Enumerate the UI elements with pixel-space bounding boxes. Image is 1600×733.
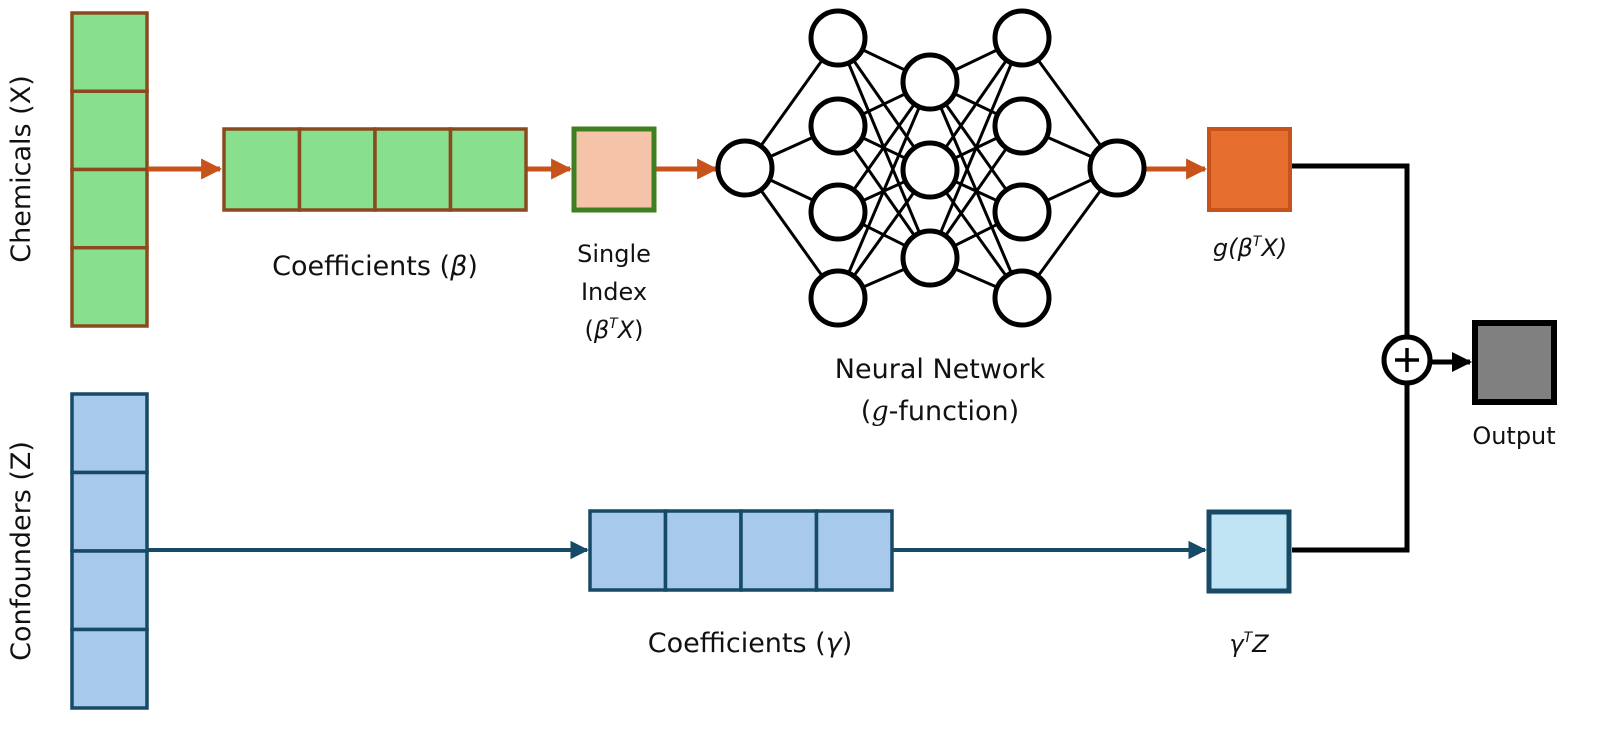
nn-node [900,52,960,112]
nn-node [808,268,868,328]
nn-node [715,138,775,198]
gamma-cell [663,509,743,592]
chemicals-label: Chemicals (X) [6,75,37,262]
chemicals-cell [70,11,149,93]
nn-node [992,96,1052,156]
single-index-label-line2: Index [581,278,647,306]
confounder-cell [70,549,149,632]
beta-cell [373,127,453,212]
connector-gz-to-sum [1292,384,1410,553]
g-output-label: g(βTX) [1213,234,1287,262]
chemicals-vector [70,11,149,328]
nn-node [808,8,868,68]
beta-coefficients-label: Coefficients (β) [272,251,478,282]
gamma-cell [814,509,894,592]
nn-edge [928,37,1024,259]
confounder-cell [70,392,149,475]
nn-node [992,8,1052,68]
chemicals-cell [70,246,149,328]
gz-box [1206,509,1292,594]
beta-cell [297,127,377,212]
single-index-box [571,126,657,213]
chemicals-cell [70,89,149,172]
gamma-coefficients-label: Coefficients (γ) [648,628,852,659]
gz-label: γTZ [1229,630,1269,658]
confounders-label: Confounders (Z) [6,441,37,661]
beta-cell [222,127,302,212]
neural-network-label-line1: Neural Network [835,354,1046,385]
connector-g-to-sum [1292,163,1410,336]
nn-node [808,182,868,242]
confounders-vector [70,392,149,710]
neural-network-label-line2: (g-function) [861,396,1019,427]
nn-node [900,228,960,288]
output-label: Output [1472,422,1555,450]
nn-node [1087,138,1147,198]
nn-node [992,268,1052,328]
nn-node [992,182,1052,242]
confounder-cell [70,470,149,553]
gamma-cell [588,509,668,592]
nn-node [900,140,960,200]
single-index-label-line1: Single [577,240,651,268]
neural-network-nodes [715,8,1147,328]
nn-edge [836,81,932,299]
nn-node [808,96,868,156]
chemicals-cell [70,167,149,250]
output-box [1472,320,1557,405]
gamma-coefficients-vector [588,509,894,592]
single-index-label-line3: (βTX) [584,316,643,344]
beta-cell [448,127,528,212]
g-output-box [1207,127,1292,212]
sum-node [1381,334,1433,386]
gamma-cell [739,509,819,592]
confounder-cell [70,627,149,710]
beta-coefficients-vector [222,127,528,212]
